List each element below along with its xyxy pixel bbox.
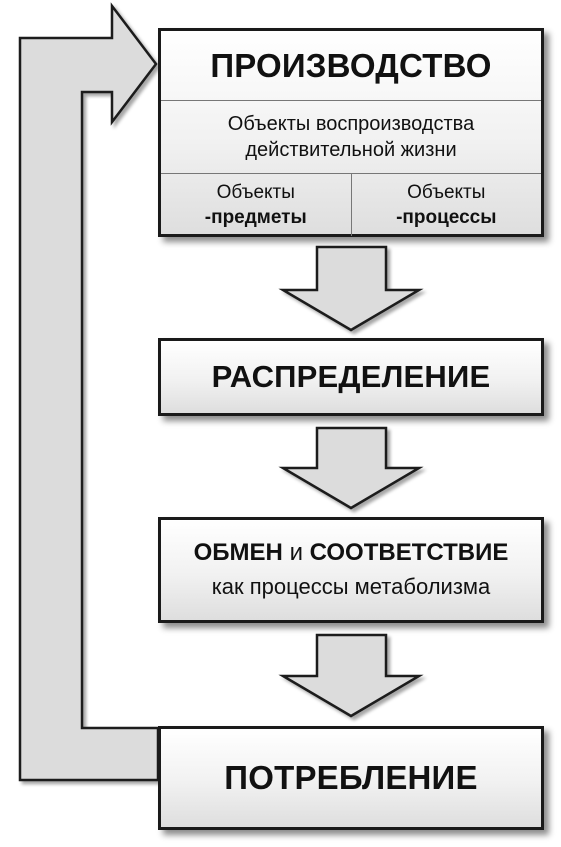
exchange-title-connector: и <box>289 539 303 566</box>
consumption-box: ПОТРЕБЛЕНИЕ <box>158 726 544 830</box>
production-subtitle-line1: Объекты воспроизводства <box>227 113 475 135</box>
objects-items-value: -предметы <box>204 207 307 228</box>
distribution-title: РАСПРЕДЕЛЕНИЕ <box>211 359 491 394</box>
exchange-title-part2: СООТВЕТСТВИЕ <box>309 539 509 566</box>
objects-items-cell: Объекты -предметы <box>161 174 351 236</box>
objects-items-label: Объекты <box>216 182 295 203</box>
production-title: ПРОИЗВОДСТВО <box>161 31 541 101</box>
exchange-content: ОБМЕН и СООТВЕТСТВИЕ как процессы метабо… <box>161 520 541 620</box>
distribution-box: РАСПРЕДЕЛЕНИЕ <box>158 338 544 416</box>
feedback-loop-arrow <box>18 2 160 782</box>
production-columns: Объекты -предметы Объекты -процессы <box>161 174 541 236</box>
objects-processes-cell: Объекты -процессы <box>350 174 542 236</box>
exchange-subtitle: как процессы метаболизма <box>211 574 491 599</box>
down-arrow-1 <box>278 245 424 332</box>
exchange-title-part1: ОБМЕН <box>193 539 283 566</box>
objects-processes-value: -процессы <box>396 207 497 228</box>
exchange-title: ОБМЕН и СООТВЕТСТВИЕ <box>194 536 509 570</box>
production-box: ПРОИЗВОДСТВО Объекты воспроизводства дей… <box>158 28 544 237</box>
down-arrow-2 <box>278 426 424 510</box>
production-subtitle: Объекты воспроизводства действительной ж… <box>161 101 541 174</box>
down-arrow-3 <box>278 633 424 718</box>
production-subtitle-line2: действительной жизни <box>245 139 457 161</box>
objects-processes-label: Объекты <box>407 182 486 203</box>
exchange-box: ОБМЕН и СООТВЕТСТВИЕ как процессы метабо… <box>158 517 544 623</box>
consumption-title: ПОТРЕБЛЕНИЕ <box>224 759 478 796</box>
